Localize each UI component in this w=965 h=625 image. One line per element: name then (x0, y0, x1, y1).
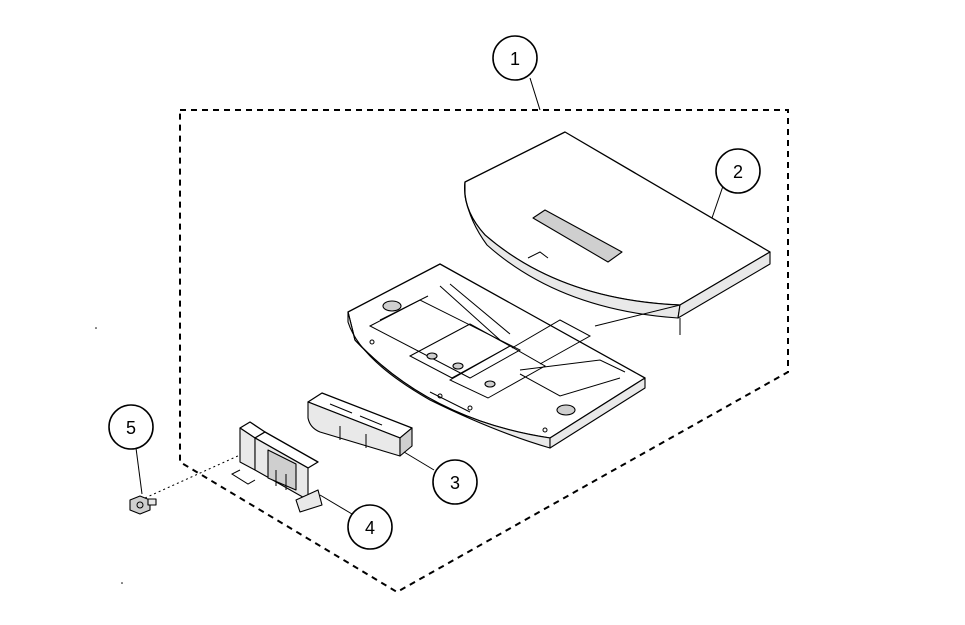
callout-4-label: 4 (365, 518, 375, 538)
callout-2[interactable]: 2 (711, 148, 761, 219)
callout-3[interactable]: 3 (403, 451, 478, 505)
part-mounting-bracket (230, 421, 323, 513)
callout-5[interactable]: 5 (108, 404, 154, 495)
callout-2-label: 2 (733, 162, 743, 182)
part-base-plate (347, 263, 646, 449)
part-screw (129, 454, 241, 515)
callout-1-label: 1 (510, 49, 520, 69)
assembly-boundary (179, 109, 789, 594)
part-cover-panel (464, 131, 771, 335)
callout-3-label: 3 (450, 473, 460, 493)
callout-4[interactable]: 4 (319, 494, 393, 550)
callout-5-label: 5 (126, 418, 136, 438)
scan-dot (121, 582, 123, 584)
part-handle-block (307, 392, 413, 457)
scan-dot (95, 327, 97, 329)
callout-1[interactable]: 1 (492, 35, 541, 111)
